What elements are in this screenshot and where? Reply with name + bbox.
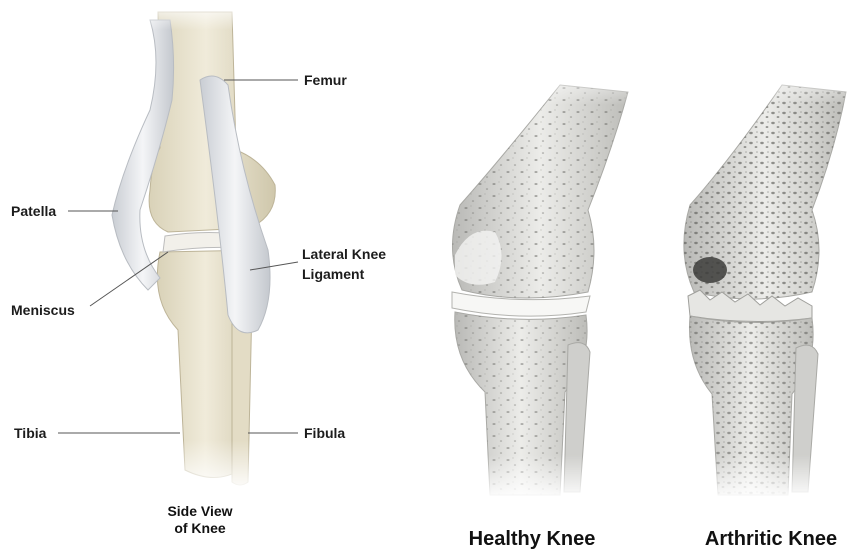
label-femur: Femur [304,72,347,88]
side-view-caption-line2: of Knee [140,520,260,537]
arthritic-knee-illustration [670,60,852,500]
label-lateral-knee: Lateral Knee [302,246,386,262]
label-meniscus: Meniscus [11,302,75,318]
cartilage-erosion [693,257,727,283]
side-view-caption-line1: Side View [140,503,260,520]
label-fibula: Fibula [304,425,345,441]
side-view-caption: Side View of Knee [140,503,260,537]
side-view-knee [100,0,300,492]
healthy-knee-caption: Healthy Knee [452,528,612,550]
healthy-knee-illustration [440,60,640,500]
label-patella: Patella [11,203,56,219]
label-tibia: Tibia [14,425,46,441]
arthritic-knee-caption: Arthritic Knee [690,528,852,550]
label-ligament: Ligament [302,266,364,282]
